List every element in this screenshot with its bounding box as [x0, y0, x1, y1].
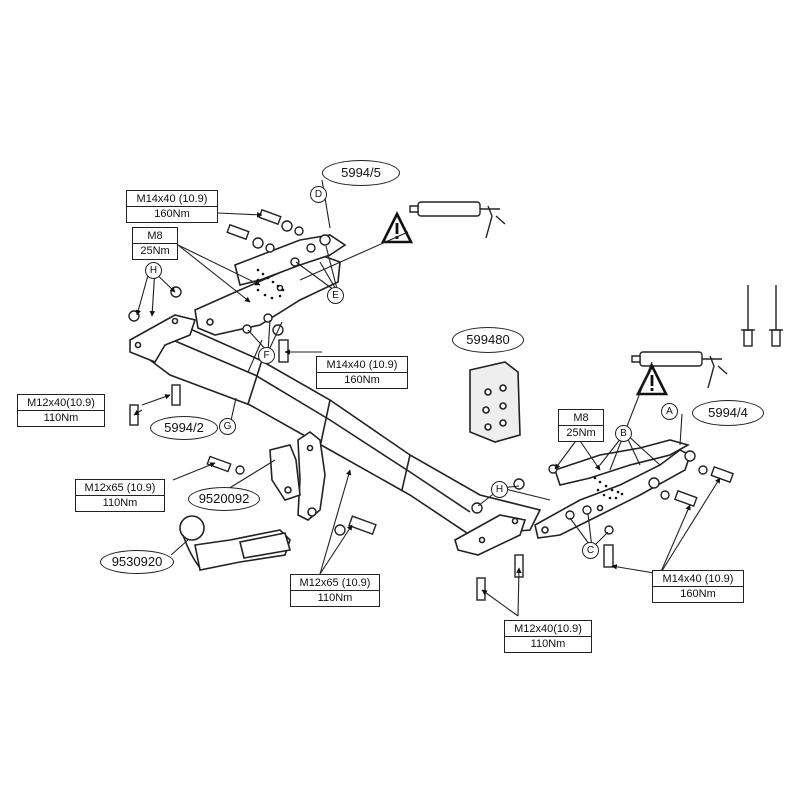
- marker-d: D: [310, 186, 327, 203]
- part-number-9520092: 9520092: [188, 487, 260, 511]
- torque-spec-m12x65-left: M12x65 (10.9) 110Nm: [75, 479, 165, 512]
- part-number-5994-2: 5994/2: [150, 416, 218, 440]
- torque-spec-m8-right: M8 25Nm: [558, 409, 604, 442]
- marker-a: A: [661, 403, 678, 420]
- left-mounting-plate: [129, 314, 197, 363]
- part-number-5994-4: 5994/4: [692, 400, 764, 426]
- part-number-9530920: 9530920: [100, 550, 174, 574]
- marker-c: C: [582, 542, 599, 559]
- sealant-gun-icon-right: [631, 351, 728, 389]
- left-dotted-marking: [256, 268, 285, 300]
- hitch-bracket: [269, 431, 326, 521]
- torque-spec-m12x40-bottom: M12x40(10.9) 110Nm: [504, 620, 592, 653]
- marker-e: E: [327, 287, 344, 304]
- right-mounting-plate: [454, 514, 527, 556]
- warning-triangle-icon: [380, 211, 414, 244]
- torque-spec-m8-left: M8 25Nm: [132, 227, 178, 260]
- right-dotted-marking: [593, 476, 624, 500]
- torque-spec-m14-right: M14x40 (10.9) 160Nm: [652, 570, 744, 603]
- part-number-599480: 599480: [452, 327, 524, 353]
- warning-triangle-icon-right: [635, 363, 669, 396]
- marker-h-left: H: [145, 262, 162, 279]
- marker-h-right: H: [491, 481, 508, 498]
- rivet-icon: [741, 285, 783, 347]
- torque-spec-m12x40-left: M12x40(10.9) 110Nm: [17, 394, 105, 427]
- torque-spec-m14-top: M14x40 (10.9) 160Nm: [126, 190, 218, 223]
- fasteners: [128, 208, 735, 601]
- marker-b: B: [615, 425, 632, 442]
- torque-spec-m12x65-bottom: M12x65 (10.9) 110Nm: [290, 574, 380, 607]
- torque-spec-m14-mid: M14x40 (10.9) 160Nm: [316, 356, 408, 389]
- sealant-gun-icon: [409, 201, 506, 239]
- part-number-5994-5: 5994/5: [322, 160, 400, 186]
- left-bracket: [194, 234, 347, 336]
- tow-ball-neck: [179, 515, 292, 571]
- wiring-bracket: [469, 361, 521, 443]
- marker-g: G: [219, 418, 236, 435]
- marker-f: F: [258, 347, 275, 364]
- crossbar-beam: [149, 319, 542, 536]
